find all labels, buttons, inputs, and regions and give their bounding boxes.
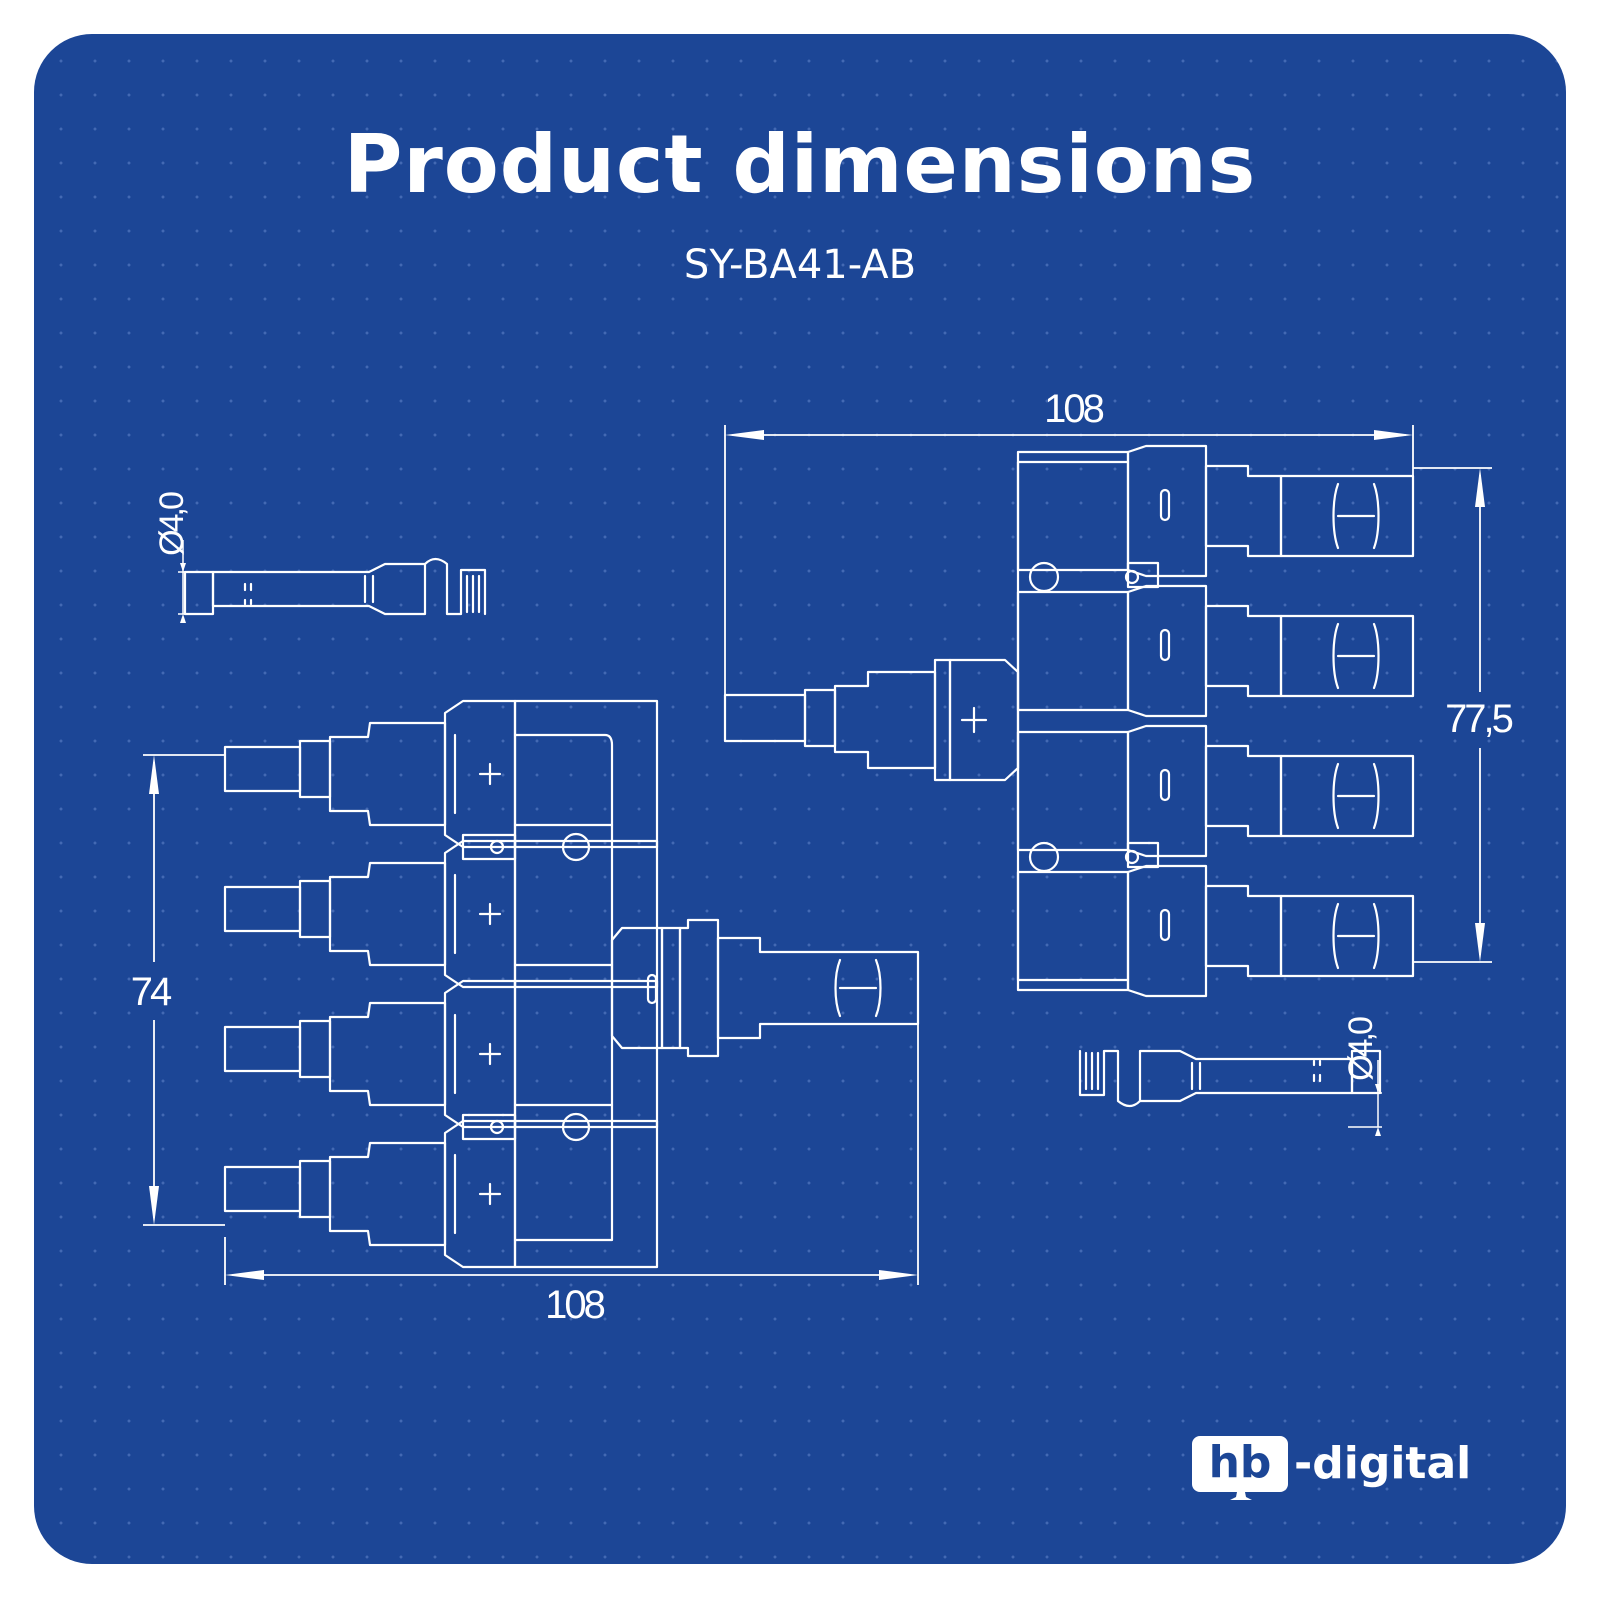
blueprint-card bbox=[34, 34, 1566, 1564]
right-height-label: 77,5 bbox=[1445, 697, 1513, 741]
right-height-dimension-line bbox=[1413, 467, 1492, 963]
pin-right-diameter-label: Ø4,0 bbox=[1342, 1017, 1380, 1081]
right-branch-4 bbox=[1016, 864, 1415, 998]
right-branch-1 bbox=[1016, 444, 1415, 578]
pin-left-diameter-dimension-line bbox=[178, 540, 212, 623]
logo-monitor-mark: hb bbox=[1192, 1436, 1288, 1492]
right-width-dimension-line bbox=[724, 425, 1414, 695]
left-hub-body bbox=[461, 733, 614, 1242]
contact-pin-left bbox=[183, 557, 487, 616]
left-width-dimension-line bbox=[224, 952, 919, 1285]
right-branch-3 bbox=[1016, 724, 1415, 858]
model-number: SY-BA41-AB bbox=[683, 242, 917, 288]
left-height-dimension-line bbox=[143, 754, 225, 1226]
contact-pin-right bbox=[1078, 1049, 1382, 1108]
right-input-plug bbox=[723, 658, 1020, 782]
left-branch-4 bbox=[223, 1119, 659, 1269]
logo-wordmark: -digital bbox=[1294, 1438, 1472, 1489]
right-width-label: 108 bbox=[1044, 387, 1103, 431]
left-height-label: 74 bbox=[131, 970, 172, 1014]
pin-left-diameter-label: Ø4,0 bbox=[153, 492, 191, 556]
pin-right-diameter-dimension-line bbox=[1348, 1060, 1382, 1136]
monitor-stand-icon bbox=[1230, 1492, 1252, 1500]
left-width-label: 108 bbox=[545, 1283, 604, 1327]
right-branch-2 bbox=[1016, 584, 1415, 718]
right-connector-assembly bbox=[723, 444, 1415, 998]
right-hub-body bbox=[1016, 460, 1160, 982]
left-connector-assembly bbox=[223, 699, 920, 1269]
page-title: Product dimensions bbox=[343, 118, 1257, 211]
